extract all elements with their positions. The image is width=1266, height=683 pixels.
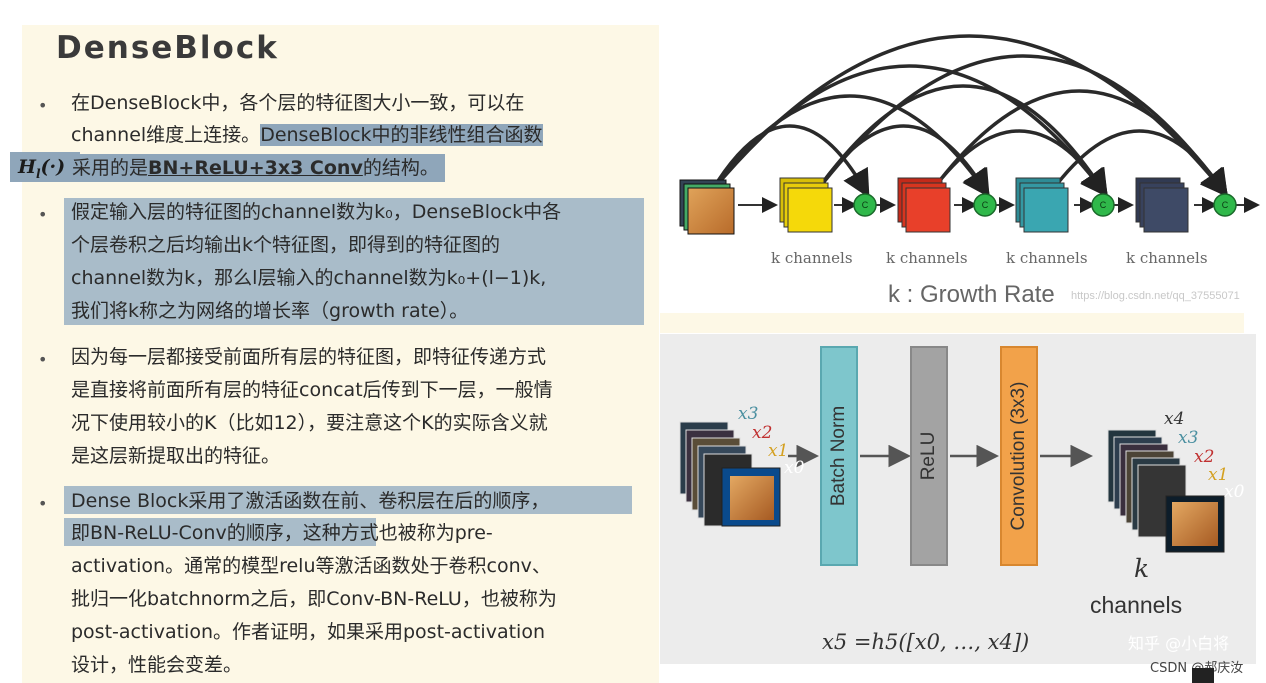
svg-text:C: C — [1100, 200, 1107, 210]
bullet4-line6: 设计，性能会变差。 — [71, 654, 243, 676]
bullet4-highlight-1 — [64, 486, 632, 514]
bullet2-line1: 假定输入层的特征图的channel数为k₀，DenseBlock中各 — [71, 201, 562, 223]
bullet2-highlight — [64, 198, 644, 325]
bullet4-highlight-2 — [64, 518, 376, 546]
concat-node-icon — [1213, 193, 1237, 217]
batch-norm-block: Batch Norm — [820, 346, 858, 566]
input-feature-stack — [679, 421, 781, 527]
slide-title: DenseBlock — [56, 30, 279, 66]
concat-nodes — [853, 193, 1237, 217]
bullet-dot: • — [38, 96, 48, 115]
bullet2-line3: channel数为k，那么l层输入的channel数为k₀+(l−1)k, — [71, 267, 547, 289]
corner-mark — [1192, 668, 1214, 683]
skip-connections — [709, 34, 1229, 199]
input-label-x0: x0 — [784, 458, 805, 478]
convolution-block: Convolution (3x3) — [1000, 346, 1038, 566]
feature-stack-red — [897, 177, 951, 233]
h-function-symbol: Hl(·) — [10, 152, 80, 182]
svg-text:C: C — [862, 200, 869, 210]
zhihu-watermark: 知乎 @小白将 — [1128, 634, 1230, 653]
k-channels-label: k channels — [1006, 249, 1088, 267]
bullet3-line1: 因为每一层都接受前面所有层的特征图，即特征传递方式 — [71, 346, 547, 368]
output-label-x0: x0 — [1224, 482, 1245, 502]
growth-rate-label: k : Growth Rate — [888, 281, 1055, 308]
bullet4-line1: Dense Block采用了激活函数在前、卷积层在后的顺序， — [71, 490, 550, 512]
dense-connectivity-figure: C C C C k channels k channels k channels… — [666, 0, 1266, 312]
feature-stack-teal — [1015, 177, 1069, 233]
bullet1-line2: channel维度上连接。DenseBlock中的非线性组合函数 — [71, 121, 543, 149]
concat-node-icon — [1091, 193, 1115, 217]
relu-block: ReLU — [910, 346, 948, 566]
bullet3-line2: 是直接将前面所有层的特征concat后传到下一层，一般情 — [71, 379, 553, 401]
bn-relu-conv-figure: Batch Norm ReLU Convolution (3x3) x3 x2 … — [660, 334, 1256, 664]
input-image-stack — [679, 179, 735, 235]
bullet1-line2-a: channel维度上连接。 — [71, 124, 261, 146]
panel-strip — [660, 313, 1244, 333]
input-label-x2: x2 — [752, 423, 773, 443]
input-label-x3: x3 — [738, 404, 759, 424]
output-label-x3: x3 — [1178, 428, 1199, 448]
bullet1-line3: 采用的是BN+ReLU+3x3 Conv的结构。 — [72, 154, 445, 182]
bullet1-line2-highlight: DenseBlock中的非线性组合函数 — [260, 124, 543, 146]
bullet3-line4: 是这层新提取出的特征。 — [71, 445, 281, 467]
feature-stack-navy — [1135, 177, 1189, 233]
concat-node-icon — [973, 193, 997, 217]
bn-relu-conv-diagram — [679, 421, 1225, 553]
bullet-dot: • — [38, 205, 48, 224]
k-label: k — [1134, 554, 1150, 583]
bullet-dot: • — [38, 350, 48, 369]
k-channels-label: k channels — [1126, 249, 1208, 267]
k-channels-label: k channels — [886, 249, 968, 267]
bullet4-line2: 即BN-ReLU-Conv的顺序，这种方式也被称为pre- — [71, 522, 493, 544]
svg-text:C: C — [982, 200, 989, 210]
bullet3-line3: 况下使用较小的K（比如12），要注意这个K的实际含义就 — [71, 412, 548, 434]
bullet4-line4: 批归一化batchnorm之后，即Conv-BN-ReLU，也被称为 — [71, 588, 557, 610]
bullet4-line5: post-activation。作者证明，如果采用post-activation — [71, 621, 545, 643]
channels-label: channels — [1090, 592, 1183, 618]
output-label-x1: x1 — [1208, 465, 1229, 485]
dense-connectivity-diagram: C C C C — [679, 34, 1260, 235]
feature-stack-yellow — [779, 177, 833, 233]
svg-text:C: C — [1222, 200, 1229, 210]
bn-relu-conv-emphasis: BN+ReLU+3x3 Conv — [148, 157, 363, 179]
bullet-dot: • — [38, 494, 48, 513]
input-label-x1: x1 — [768, 441, 789, 461]
composite-equation: x5 =h5([x0, …, x4]) — [822, 630, 1030, 654]
bullet1-line1: 在DenseBlock中，各个层的特征图大小一致，可以在 — [71, 92, 525, 114]
bullet2-line4: 我们将k称之为网络的增长率（growth rate）。 — [71, 300, 469, 322]
k-channels-label: k channels — [771, 249, 853, 267]
output-feature-stack — [1107, 429, 1225, 553]
concat-node-icon — [853, 193, 877, 217]
bullet4-line3: activation。通常的模型relu等激活函数处于卷积conv、 — [71, 555, 551, 577]
csdn-url-watermark: https://blog.csdn.net/qq_37555071 — [1071, 290, 1240, 302]
output-label-x4: x4 — [1164, 409, 1185, 429]
output-label-x2: x2 — [1194, 447, 1215, 467]
bullet2-line2: 个层卷积之后均输出k个特征图，即得到的特征图的 — [71, 234, 501, 256]
